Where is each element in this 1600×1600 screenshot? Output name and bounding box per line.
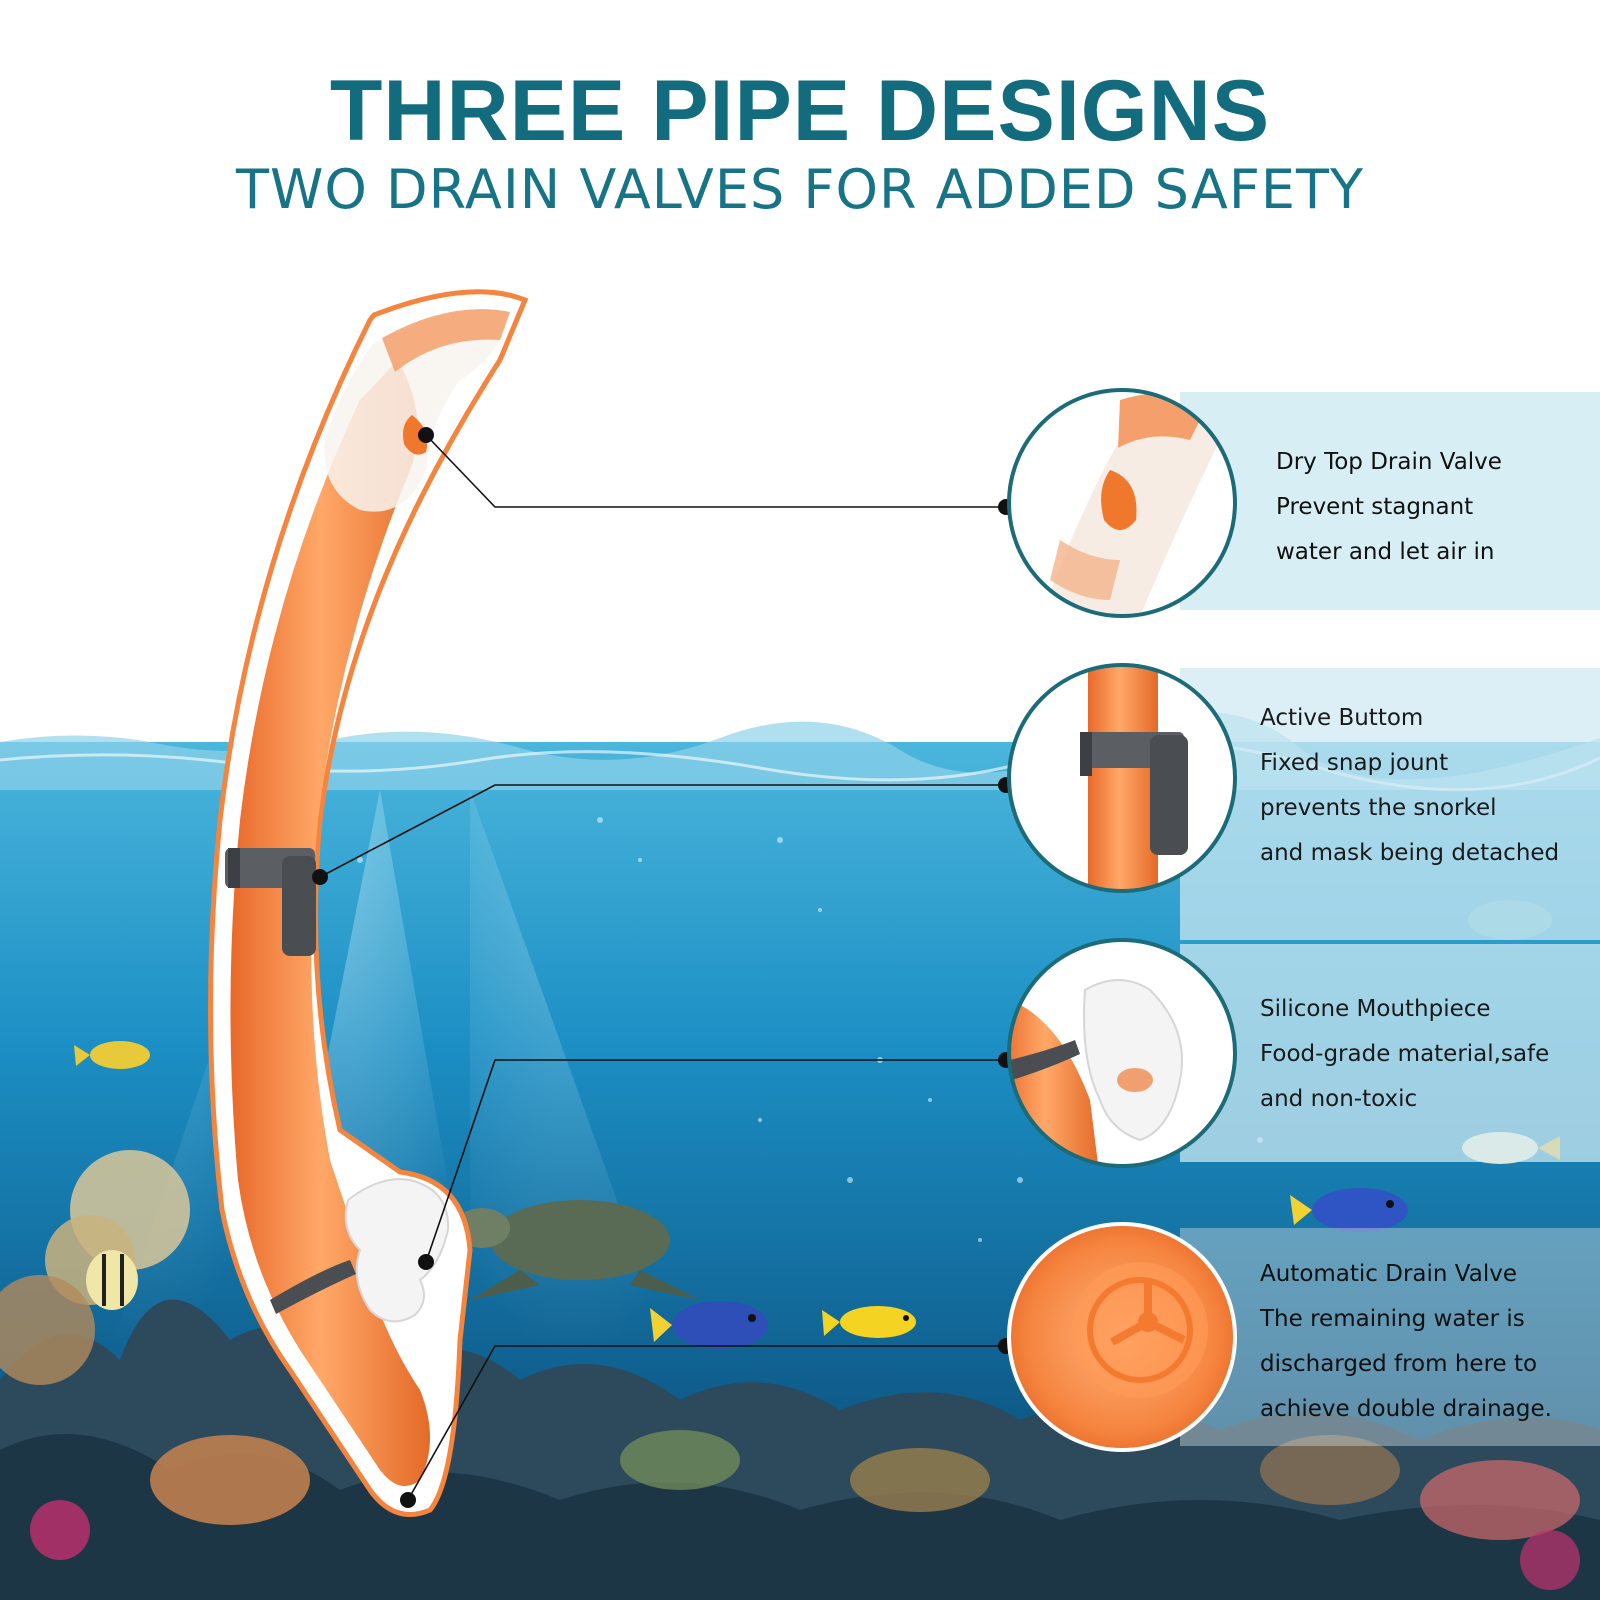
feature-description-line: Fixed snap jount <box>1260 750 1449 776</box>
callout-dot <box>312 869 328 885</box>
panel-bg-mouthpiece <box>1180 944 1600 1162</box>
leader-line-drain <box>407 1345 1006 1501</box>
feature-description-line: water and let air in <box>1276 539 1495 565</box>
feature-description-line: Food-grade material,safe <box>1260 1041 1550 1067</box>
panel-bg-clip <box>1180 668 1600 940</box>
callout-circle-clip <box>1007 663 1237 893</box>
feature-title: Dry Top Drain Valve <box>1276 449 1502 475</box>
dry-top-valve-cap <box>324 309 510 512</box>
snorkel <box>208 289 529 1517</box>
mouthpiece <box>270 1178 450 1323</box>
snorkel-tube <box>230 360 430 1487</box>
feature-title: Active Buttom <box>1260 705 1424 731</box>
panel-bg-drain <box>1180 1228 1600 1446</box>
feature-title: Automatic Drain Valve <box>1260 1261 1517 1287</box>
callout-dot <box>418 427 434 443</box>
yellow-fish <box>822 1306 916 1338</box>
leader-line-mouthpiece <box>425 1059 1006 1263</box>
feature-title: Silicone Mouthpiece <box>1260 996 1491 1022</box>
callout-leaders <box>319 434 1006 1501</box>
yellow-fish <box>74 1041 150 1069</box>
callout-circle-mouthpiece <box>1007 938 1237 1168</box>
snap-clip <box>225 848 316 956</box>
feature-description-line: prevents the snorkel <box>1260 795 1497 821</box>
page-title: THREE PIPE DESIGNS <box>329 63 1271 159</box>
feature-panels <box>1180 392 1600 1446</box>
callout-dot <box>418 1254 434 1270</box>
sea-turtle <box>454 1200 700 1300</box>
leader-line-clip <box>319 784 1006 878</box>
page-subtitle: TWO DRAIN VALVES FOR ADDED SAFETY <box>235 158 1365 221</box>
feature-description-line: discharged from here to <box>1260 1351 1538 1377</box>
panel-bg-dry-top <box>1180 392 1600 610</box>
leader-line-dry-top <box>425 434 1006 508</box>
feature-description-line: and mask being detached <box>1260 840 1560 866</box>
callout-circle-dry-top <box>1007 388 1237 618</box>
blue-tang-fish <box>1290 1188 1408 1232</box>
feature-description-line: Prevent stagnant <box>1276 494 1474 520</box>
callout-circle-drain <box>1007 1222 1237 1452</box>
feature-description-line: The remaining water is <box>1260 1306 1525 1332</box>
blue-tang-fish <box>650 1301 768 1349</box>
feature-description-line: and non-toxic <box>1260 1086 1418 1112</box>
feature-description-line: achieve double drainage. <box>1260 1396 1552 1422</box>
callout-dot <box>400 1492 416 1508</box>
angelfish <box>86 1250 138 1310</box>
